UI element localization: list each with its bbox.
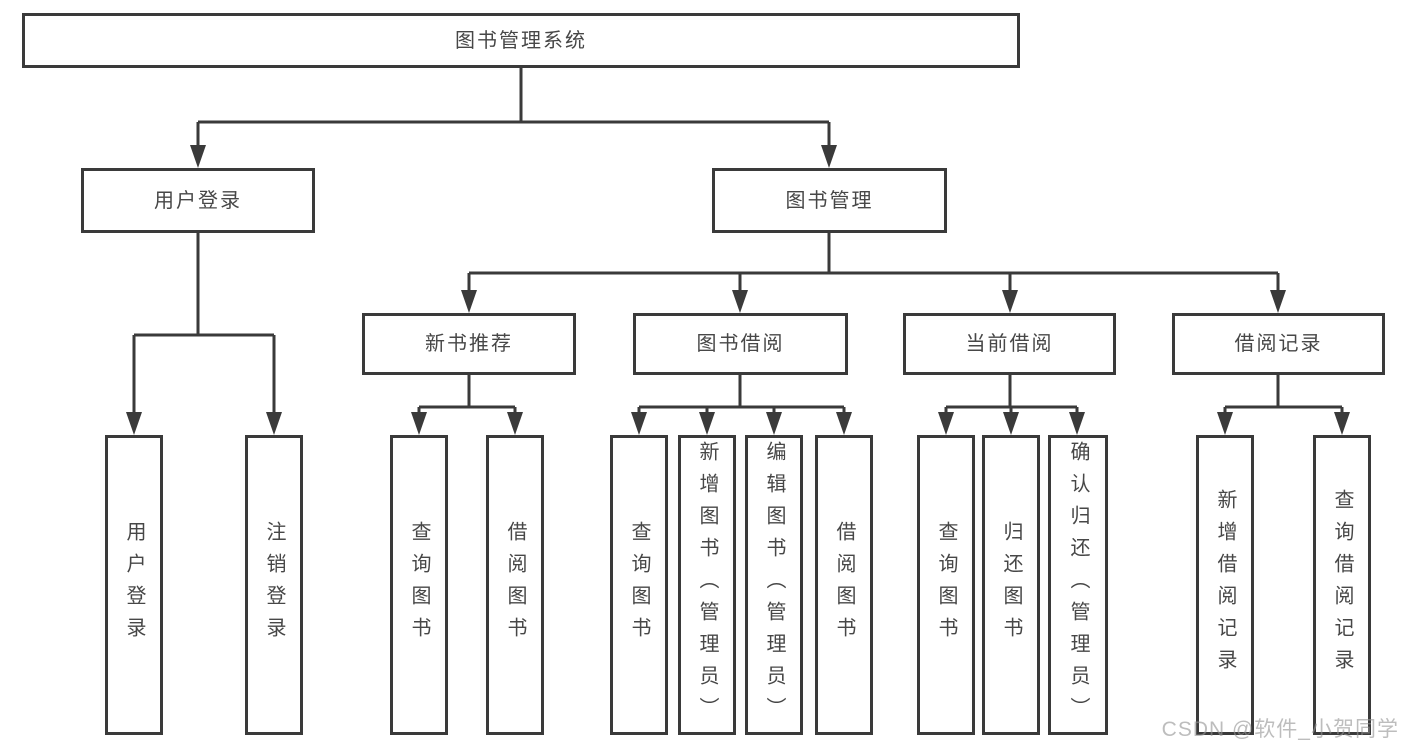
leaf-confirm-return-admin: 确认归还（管理员） xyxy=(1048,435,1108,735)
node-book-borrow: 图书借阅 xyxy=(633,313,848,375)
node-user-login: 用户登录 xyxy=(81,168,315,233)
leaf-add-books-admin: 新增图书（管理员） xyxy=(678,435,736,735)
csdn-watermark: CSDN @软件_小贺同学 xyxy=(1161,718,1399,741)
node-label: 用户登录 xyxy=(123,521,145,649)
leaf-user-login: 用户登录 xyxy=(105,435,163,735)
node-label: 编辑图书（管理员） xyxy=(763,441,785,729)
node-label: 当前借阅 xyxy=(965,333,1054,355)
leaf-query-books-recommend: 查询图书 xyxy=(390,435,448,735)
node-new-book-recommend: 新书推荐 xyxy=(362,313,576,375)
node-label: 用户登录 xyxy=(154,189,242,212)
leaf-query-books-current: 查询图书 xyxy=(917,435,975,735)
leaf-logout: 注销登录 xyxy=(245,435,303,735)
node-label: 图书管理系统 xyxy=(455,29,587,52)
node-label: 借阅记录 xyxy=(1234,333,1323,355)
node-label: 确认归还（管理员） xyxy=(1067,441,1089,729)
leaf-return-books: 归还图书 xyxy=(982,435,1040,735)
node-label: 查询借阅记录 xyxy=(1331,489,1353,681)
node-label: 图书管理 xyxy=(785,189,874,212)
leaf-edit-books-admin: 编辑图书（管理员） xyxy=(745,435,803,735)
node-label: 借阅图书 xyxy=(504,521,526,649)
node-current-borrow: 当前借阅 xyxy=(903,313,1116,375)
node-label: 借阅图书 xyxy=(833,521,855,649)
node-label: 查询图书 xyxy=(408,521,430,649)
node-label: 新增借阅记录 xyxy=(1214,489,1236,681)
leaf-add-borrow-record: 新增借阅记录 xyxy=(1196,435,1254,735)
node-label: 查询图书 xyxy=(628,521,650,649)
leaf-borrow-books-recommend: 借阅图书 xyxy=(486,435,544,735)
leaf-query-borrow-record: 查询借阅记录 xyxy=(1313,435,1371,735)
node-library-system: 图书管理系统 xyxy=(22,13,1020,68)
leaf-borrow-books: 借阅图书 xyxy=(815,435,873,735)
node-label: 图书借阅 xyxy=(696,333,785,355)
node-label: 新增图书（管理员） xyxy=(696,441,718,729)
node-book-management: 图书管理 xyxy=(712,168,947,233)
node-label: 新书推荐 xyxy=(425,333,513,355)
node-label: 查询图书 xyxy=(935,521,957,649)
node-label: 归还图书 xyxy=(1000,521,1022,649)
leaf-query-books-borrow: 查询图书 xyxy=(610,435,668,735)
node-borrow-records: 借阅记录 xyxy=(1172,313,1385,375)
node-label: 注销登录 xyxy=(263,521,285,649)
